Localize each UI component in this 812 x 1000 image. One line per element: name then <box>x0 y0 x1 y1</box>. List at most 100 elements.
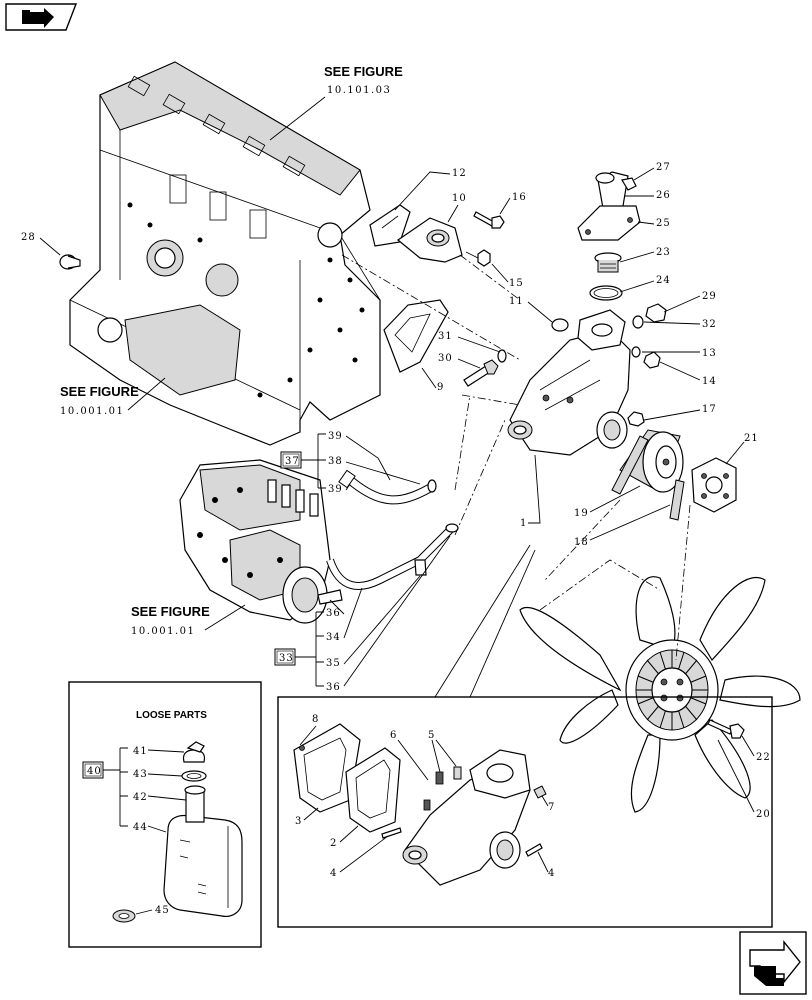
inset-pump-housing <box>402 749 531 886</box>
label-1: 1 <box>520 518 527 529</box>
bolt-15 <box>465 249 491 267</box>
next-page-arrow-icon[interactable] <box>739 931 807 995</box>
label-42: 42 <box>133 792 148 803</box>
label-4-right: 4 <box>548 868 555 879</box>
label-15: 15 <box>509 278 524 289</box>
label-11: 11 <box>509 296 524 307</box>
label-26: 26 <box>656 190 671 201</box>
label-8: 8 <box>312 714 319 725</box>
o-ring-24 <box>589 285 623 301</box>
washer-32 <box>632 315 644 329</box>
label-44: 44 <box>133 822 148 833</box>
gasket-9 <box>383 299 449 373</box>
loose-parts-title: LOOSE PARTS <box>136 710 207 721</box>
group-40: 40 <box>82 747 128 827</box>
assembly-lines <box>341 254 691 661</box>
inset-gasket-2 <box>345 747 401 833</box>
label-12: 12 <box>452 168 467 179</box>
label-9: 9 <box>437 382 444 393</box>
see-figure-top-title: SEE FIGURE <box>324 64 403 79</box>
label-30: 30 <box>438 353 453 364</box>
label-34: 34 <box>326 632 341 643</box>
group-33: 33 <box>274 611 324 687</box>
see-figure-top: SEE FIGURE 10.101.03 <box>269 64 403 141</box>
cap-41 <box>182 741 206 763</box>
loose-parts-box: LOOSE PARTS <box>68 681 262 948</box>
fan-20 <box>519 576 801 813</box>
group-33-label: 33 <box>279 653 294 664</box>
label-45: 45 <box>155 905 170 916</box>
label-28: 28 <box>21 232 36 243</box>
bolt-14 <box>643 351 661 369</box>
pipe-34 <box>326 523 459 590</box>
label-6: 6 <box>390 730 397 741</box>
label-41: 41 <box>133 746 148 757</box>
detail-inset <box>277 544 773 928</box>
see-figure-top-ref: 10.101.03 <box>327 85 391 96</box>
bottle-44 <box>163 814 243 917</box>
injection-pump <box>179 459 343 624</box>
group-37-label: 37 <box>285 456 300 467</box>
water-pump-1 <box>507 309 631 456</box>
label-36-bottom: 36 <box>326 682 341 693</box>
label-19: 19 <box>574 508 589 519</box>
label-31: 31 <box>438 331 453 342</box>
label-14: 14 <box>702 376 717 387</box>
sensor-30 <box>463 359 499 387</box>
see-figure-left-title: SEE FIGURE <box>60 384 139 399</box>
see-figure-pump-title: SEE FIGURE <box>131 604 210 619</box>
o-ring-11 <box>551 318 569 332</box>
label-17: 17 <box>702 404 717 415</box>
label-39-bottom: 39 <box>328 484 343 495</box>
label-7: 7 <box>548 802 555 813</box>
v-belt-18 <box>611 435 685 521</box>
label-25: 25 <box>656 218 671 229</box>
bolt-16 <box>473 211 505 229</box>
washer-13 <box>631 346 641 358</box>
label-43: 43 <box>133 769 148 780</box>
label-23: 23 <box>656 247 671 258</box>
label-5: 5 <box>428 730 435 741</box>
spacer-21 <box>691 457 737 513</box>
label-36-top: 36 <box>326 608 341 619</box>
see-figure-pump-ref: 10.001.01 <box>131 626 195 637</box>
see-figure-left-ref: 10.001.01 <box>60 406 124 417</box>
inset-pin-4b <box>525 843 543 857</box>
water-outlet-27 <box>577 171 641 241</box>
bolt-17 <box>627 411 645 427</box>
hose-39 <box>338 469 437 505</box>
label-10: 10 <box>452 193 467 204</box>
neck-42 <box>184 785 206 823</box>
label-3: 3 <box>295 816 302 827</box>
see-figure-left: SEE FIGURE 10.001.01 <box>60 377 166 417</box>
inset-pin-4a <box>381 827 402 839</box>
bolt-22 <box>707 719 745 739</box>
plug-28 <box>59 254 81 270</box>
label-38: 38 <box>328 456 343 467</box>
label-18: 18 <box>574 537 589 548</box>
label-2: 2 <box>330 838 337 849</box>
label-32: 32 <box>702 319 717 330</box>
label-29: 29 <box>702 291 717 302</box>
washer-43 <box>181 770 207 782</box>
back-arrow-icon[interactable] <box>5 3 78 31</box>
label-39-top: 39 <box>328 431 343 442</box>
gasket-12 <box>369 204 411 247</box>
plug-29 <box>645 303 667 323</box>
label-35: 35 <box>326 658 341 669</box>
washer-31 <box>497 349 507 363</box>
group-40-label: 40 <box>87 766 102 777</box>
thermostat-housing-10 <box>397 217 463 263</box>
inset-pin-7 <box>533 785 547 799</box>
label-4-left: 4 <box>330 868 337 879</box>
label-20: 20 <box>756 809 771 820</box>
part-labels: 28 10 12 16 15 11 9 31 30 27 26 25 23 24… <box>21 162 771 916</box>
label-24: 24 <box>656 275 671 286</box>
engine-block <box>69 61 381 446</box>
group-37: 37 <box>280 433 326 489</box>
label-27: 27 <box>656 162 671 173</box>
label-21: 21 <box>744 433 759 444</box>
label-16: 16 <box>512 192 527 203</box>
washer-45 <box>112 909 136 923</box>
